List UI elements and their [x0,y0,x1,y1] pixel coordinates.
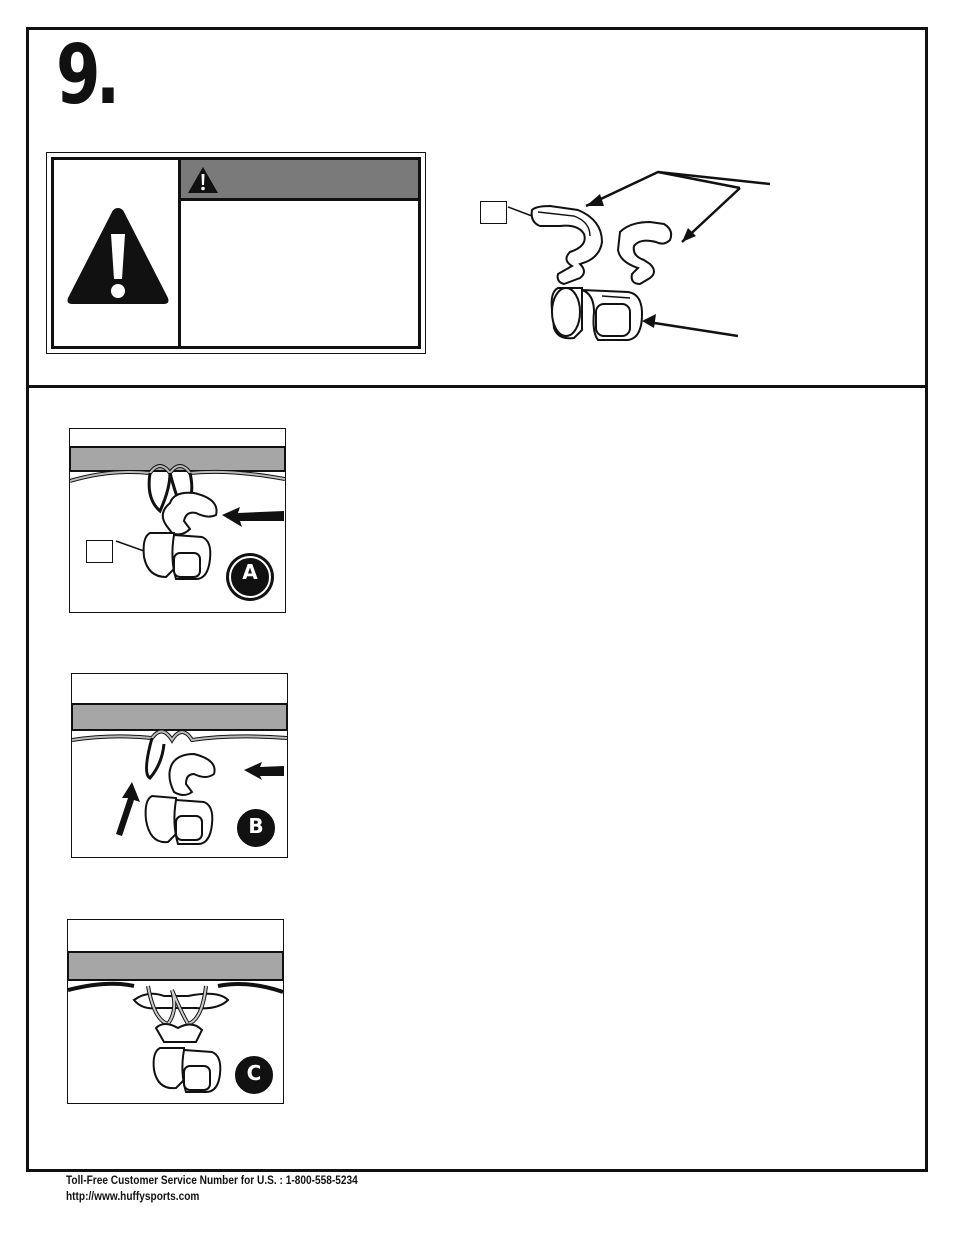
arrow-icon [116,782,140,836]
footer: Toll-Free Customer Service Number for U.… [66,1173,358,1205]
panel-a-callout-box [86,540,113,563]
section-divider [26,385,928,388]
panel-c-badge: C [246,1061,262,1085]
page-frame [26,27,928,1172]
warning-large-icon [67,208,169,304]
warning-box [46,152,426,354]
panel-c: C [67,919,284,1104]
panel-c-illustration [68,951,283,1096]
warning-box-inner [51,157,421,349]
footer-phone-line: Toll-Free Customer Service Number for U.… [66,1175,358,1187]
arrow-icon [222,507,284,527]
panel-a-illustration [70,446,285,601]
hook-assembly-figure [507,170,771,341]
main-figure-callout-box [480,201,507,224]
panel-b-illustration [72,703,287,849]
panel-b-badge: B [248,814,264,838]
warning-icon-panel [54,160,181,346]
warning-small-icon [188,167,218,193]
arrow-icon [244,762,284,780]
panel-b: B [71,673,288,858]
panel-a: A [69,428,286,613]
warning-header [181,160,418,201]
step-number: 9. [56,28,120,123]
footer-url[interactable]: http://www.huffysports.com [66,1191,200,1203]
panel-a-badge: A [242,560,258,584]
